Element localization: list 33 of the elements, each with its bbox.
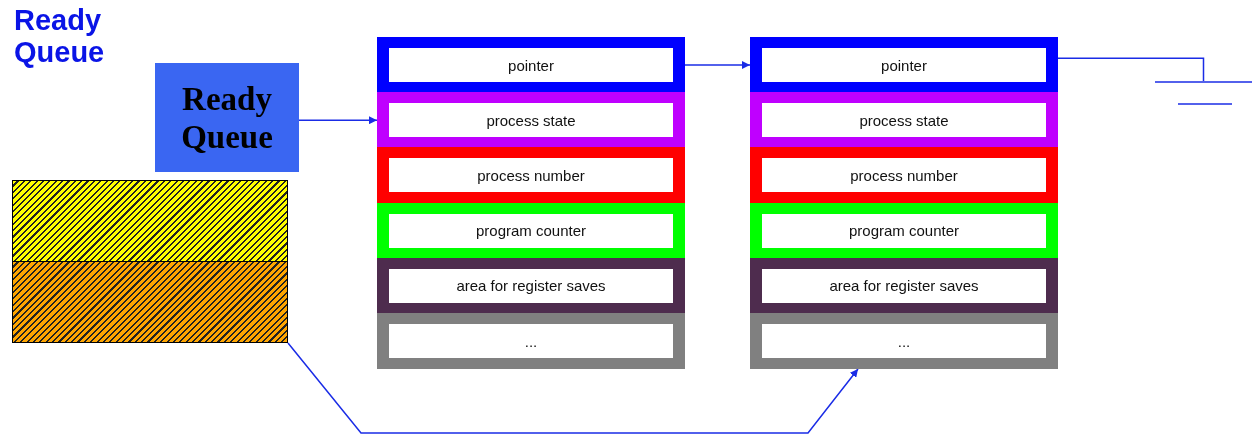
field-band (377, 257, 685, 314)
field-label: area for register saves (456, 277, 606, 295)
field-band (750, 92, 1058, 149)
field-label: program counter (475, 222, 587, 240)
arrow (287, 342, 859, 434)
field-label: process number (477, 166, 585, 184)
field-label: ... (897, 332, 911, 350)
field-band (750, 202, 1058, 259)
field-band (750, 147, 1058, 204)
field-band (750, 313, 1058, 369)
field-label: pointer (508, 56, 554, 74)
field-band (377, 37, 685, 93)
arrow (298, 116, 378, 125)
field-label: pointer (881, 56, 927, 74)
field-label: process state (859, 111, 949, 129)
field-label: area for register saves (829, 277, 979, 295)
field-label: ... (524, 332, 538, 350)
field-band (377, 147, 685, 204)
hatched-box (12, 180, 288, 262)
queue-label-box: Ready Queue (155, 63, 299, 172)
field-band (750, 257, 1058, 314)
field-band (377, 202, 685, 259)
field-band (750, 37, 1058, 93)
field-band (377, 92, 685, 149)
arrow (684, 61, 751, 69)
title: Ready Queue (14, 4, 106, 68)
field-label: program counter (848, 222, 960, 240)
connector-line (1057, 57, 1205, 82)
field-label: process state (486, 111, 576, 129)
field-band (377, 313, 685, 369)
field-label: process number (850, 166, 958, 184)
hatched-box (12, 261, 288, 343)
ground-symbol (1155, 80, 1252, 106)
